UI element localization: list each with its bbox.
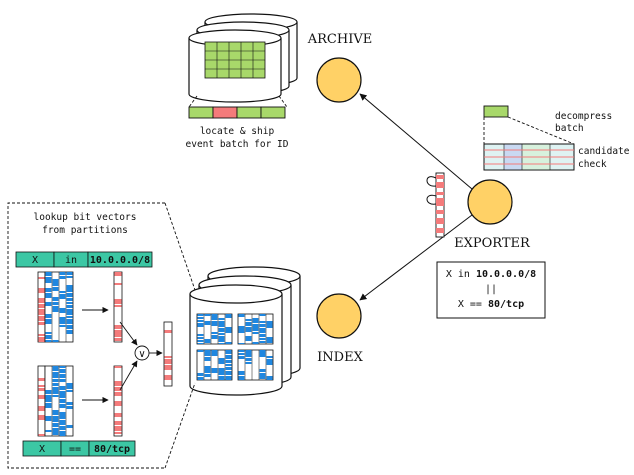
index-bitmap-block <box>237 349 274 381</box>
query-line1: X in 10.0.0.0/8 <box>446 269 536 280</box>
archive-node-label: ARCHIVE <box>307 32 372 47</box>
exporter-to-archive-arrow <box>359 93 473 190</box>
predicate-top-value: 10.0.0.0/8 <box>90 255 150 266</box>
bitvector-top-red <box>37 271 46 343</box>
archive-caption-line2: event batch for ID <box>186 139 289 150</box>
query-or: || <box>485 284 497 295</box>
predicate-bottom-field: X <box>39 444 45 455</box>
query-line3: X == 80/tcp <box>458 299 524 310</box>
predicate-bottom: X == 80/tcp <box>22 440 136 457</box>
exporter-node-label: EXPORTER <box>454 236 531 251</box>
decompress-label-line1: decompress <box>555 111 612 122</box>
exporter-to-index-arrow <box>359 214 473 301</box>
candidate-label-line1: candidate <box>578 146 630 157</box>
lookup-label-line1: lookup bit vectors <box>34 212 137 223</box>
candidate-label-line2: check <box>578 159 607 170</box>
predicate-bottom-value: 80/tcp <box>94 444 130 455</box>
query-box: X in 10.0.0.0/8 || X == 80/tcp <box>436 261 546 319</box>
index-bitmap-blocks <box>196 313 274 381</box>
archive-batch-grid <box>204 41 266 79</box>
or-operator: ∨ <box>134 345 150 361</box>
candidate-check-table: candidate check <box>483 143 630 171</box>
predicate-top: X in 10.0.0.0/8 <box>15 251 153 268</box>
predicate-bottom-op: == <box>69 444 81 455</box>
exporter-loop-bitvector <box>426 172 445 238</box>
result-vector-combined <box>163 321 173 387</box>
exporter-node[interactable] <box>467 179 513 225</box>
or-symbol: ∨ <box>138 349 145 360</box>
archive-caption-line1: locate & ship <box>200 126 275 137</box>
lookup-bitmaps <box>37 271 173 437</box>
index-node[interactable] <box>316 293 362 339</box>
predicate-top-field: X <box>32 255 38 266</box>
result-vector-bottom <box>113 365 123 437</box>
result-vector-top <box>113 271 123 343</box>
bitvector-bottom-red <box>37 365 46 437</box>
index-bitmap-block <box>237 313 274 345</box>
index-store <box>189 266 301 396</box>
lookup-panel: lookup bit vectors from partitions X in … <box>7 202 196 469</box>
decompress-label-line2: batch <box>555 123 584 134</box>
predicate-top-op: in <box>65 255 77 266</box>
bitmap-bottom-blue <box>44 365 74 437</box>
index-bitmap-block <box>196 349 233 381</box>
bitmap-top-blue <box>44 271 74 343</box>
archive-batch-row <box>188 106 286 119</box>
archive-store: locate & ship event batch for ID <box>186 13 298 150</box>
archive-node[interactable] <box>316 57 362 103</box>
decompress-batch: decompress batch <box>483 105 612 145</box>
index-bitmap-block <box>196 313 233 345</box>
index-node-label: INDEX <box>317 350 363 365</box>
lookup-label-line2: from partitions <box>42 225 128 236</box>
